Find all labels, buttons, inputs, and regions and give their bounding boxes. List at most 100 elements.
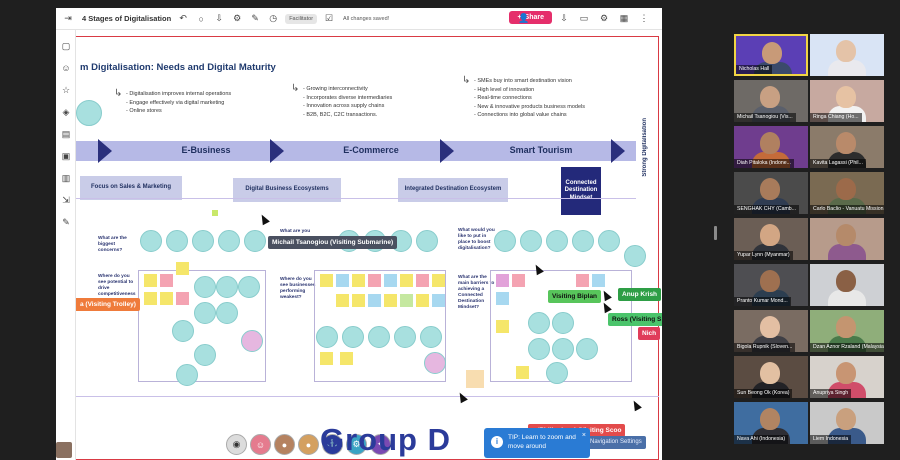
share-button[interactable]: + Share bbox=[509, 11, 552, 24]
idea-circle[interactable] bbox=[528, 312, 550, 334]
sticky-note[interactable] bbox=[160, 274, 173, 287]
participant-tile[interactable]: Liem Indonesia bbox=[810, 402, 884, 444]
people-icon[interactable]: ☺ bbox=[61, 63, 71, 73]
sticky-note[interactable] bbox=[496, 274, 509, 287]
sticky-note[interactable] bbox=[496, 320, 509, 333]
sticky-note[interactable] bbox=[576, 274, 589, 287]
lock-icon[interactable]: ⚙ bbox=[233, 13, 242, 23]
sticky-note[interactable] bbox=[384, 274, 397, 287]
idea-circle[interactable] bbox=[244, 230, 266, 252]
sticky-note[interactable] bbox=[176, 292, 189, 305]
participant-tile[interactable]: Kavita Lagassi (Phil... bbox=[810, 126, 884, 168]
participant-tile[interactable]: Ringa Chiang (Ho... bbox=[810, 80, 884, 122]
exit-icon[interactable]: ⇥ bbox=[64, 13, 72, 23]
idea-circle[interactable] bbox=[424, 352, 446, 374]
sticky-note[interactable] bbox=[320, 274, 333, 287]
sticky-note[interactable] bbox=[512, 274, 525, 287]
sticky-note[interactable] bbox=[212, 210, 218, 216]
idea-circle[interactable] bbox=[216, 276, 238, 298]
sticky-note[interactable] bbox=[368, 294, 381, 307]
idea-circle[interactable] bbox=[624, 245, 646, 267]
pen-icon[interactable]: ✎ bbox=[62, 217, 70, 227]
idea-circle[interactable] bbox=[572, 230, 594, 252]
sticky-note[interactable] bbox=[384, 294, 397, 307]
sticky-note[interactable] bbox=[416, 294, 429, 307]
idea-circle[interactable] bbox=[218, 230, 240, 252]
paint-icon[interactable]: ✎ bbox=[251, 13, 259, 23]
sticky-note[interactable] bbox=[592, 274, 605, 287]
idea-circle[interactable] bbox=[494, 230, 516, 252]
participant-tile[interactable] bbox=[810, 218, 884, 260]
shapes-icon[interactable]: ◈ bbox=[62, 107, 70, 117]
idea-circle[interactable] bbox=[598, 230, 620, 252]
sticky-note[interactable] bbox=[368, 274, 381, 287]
sticky-note[interactable] bbox=[160, 292, 173, 305]
participant-tile[interactable]: Carlo Baclio - Vanuatu Mission... bbox=[810, 172, 884, 214]
idea-circle[interactable] bbox=[241, 330, 263, 352]
export-icon[interactable]: ⇩ bbox=[560, 13, 568, 23]
participant-tile[interactable]: Nicholas Hall bbox=[734, 34, 808, 76]
participant-tile[interactable]: Pranto Kumar Mond... bbox=[734, 264, 808, 306]
presenter-thumbnail[interactable] bbox=[56, 442, 72, 458]
sticky-note[interactable] bbox=[176, 262, 189, 275]
undo-icon[interactable]: ↶ bbox=[179, 13, 187, 23]
sticky-note[interactable] bbox=[432, 294, 445, 307]
idea-circle[interactable] bbox=[194, 344, 216, 366]
sticky-note[interactable] bbox=[336, 294, 349, 307]
participant-tile[interactable] bbox=[810, 264, 884, 306]
idea-circle[interactable] bbox=[172, 320, 194, 342]
idea-circle[interactable] bbox=[176, 364, 198, 386]
sticky-note[interactable] bbox=[496, 292, 509, 305]
idea-circle[interactable] bbox=[166, 230, 188, 252]
star-icon[interactable]: ☆ bbox=[61, 85, 71, 95]
sticky-note[interactable] bbox=[352, 294, 365, 307]
participant-tile[interactable]: Dzan Aznor Rzaland (Malaysia) bbox=[810, 310, 884, 352]
menu-icon[interactable]: ⋮ bbox=[639, 13, 649, 23]
sticky-note[interactable] bbox=[320, 352, 333, 365]
sticky-note[interactable] bbox=[432, 274, 445, 287]
idea-circle[interactable] bbox=[140, 230, 162, 252]
sticky-note[interactable] bbox=[516, 366, 529, 379]
gallery-divider-handle[interactable] bbox=[714, 226, 717, 240]
sticky-note[interactable] bbox=[340, 352, 353, 365]
participant-tile[interactable]: Anupriya Singh bbox=[810, 356, 884, 398]
whiteboard-canvas[interactable]: m Digitalisation: Needs and Digital Matu… bbox=[76, 30, 662, 460]
participant-tile[interactable]: Sun Beong Ok (Korea) bbox=[734, 356, 808, 398]
chat-icon[interactable]: ▭ bbox=[579, 13, 589, 23]
redo-icon[interactable]: ○ bbox=[198, 13, 204, 24]
participant-tile[interactable]: SENGHAK CHY (Camb... bbox=[734, 172, 808, 214]
idea-circle[interactable] bbox=[546, 362, 568, 384]
sticky-note[interactable] bbox=[144, 292, 157, 305]
tip-toast[interactable]: i TIP: Learn to zoom and move around × bbox=[484, 428, 590, 458]
idea-circle[interactable] bbox=[576, 338, 598, 360]
idea-circle[interactable] bbox=[342, 326, 364, 348]
idea-circle[interactable] bbox=[194, 302, 216, 324]
add-user-icon[interactable]: 👤 bbox=[518, 13, 530, 23]
settings-icon[interactable]: ⚙ bbox=[599, 13, 609, 23]
idea-circle[interactable] bbox=[416, 230, 438, 252]
dashboard-icon[interactable]: ▦ bbox=[619, 13, 629, 23]
sticky-note[interactable] bbox=[144, 274, 157, 287]
idea-circle[interactable] bbox=[216, 302, 238, 324]
idea-circle[interactable] bbox=[394, 326, 416, 348]
participant-tile[interactable]: Michail Tsanogiou (Vis... bbox=[734, 80, 808, 122]
idea-circle[interactable] bbox=[528, 338, 550, 360]
participant-tile[interactable]: Yupar Lynn (Myanmar) bbox=[734, 218, 808, 260]
participant-tile[interactable]: Bigola Rupnik (Sloven... bbox=[734, 310, 808, 352]
board-title[interactable]: 4 Stages of Digitalisation bbox=[82, 14, 172, 23]
idea-circle[interactable] bbox=[192, 230, 214, 252]
idea-circle[interactable] bbox=[194, 276, 216, 298]
idea-circle[interactable] bbox=[238, 276, 260, 298]
sticky-note[interactable] bbox=[400, 274, 413, 287]
library-icon[interactable]: ▥ bbox=[61, 173, 71, 183]
idea-circle[interactable] bbox=[552, 338, 574, 360]
sticky-note[interactable] bbox=[400, 294, 413, 307]
download-icon[interactable]: ⇩ bbox=[215, 13, 223, 23]
timer-icon[interactable]: ◷ bbox=[269, 13, 278, 23]
import-icon[interactable]: ⇲ bbox=[62, 195, 70, 205]
close-icon[interactable]: × bbox=[581, 432, 586, 439]
idea-circle[interactable] bbox=[520, 230, 542, 252]
idea-circle[interactable] bbox=[552, 312, 574, 334]
sticky-note[interactable] bbox=[466, 370, 484, 388]
participant-tile[interactable]: Diah Pitaloka (Indone... bbox=[734, 126, 808, 168]
